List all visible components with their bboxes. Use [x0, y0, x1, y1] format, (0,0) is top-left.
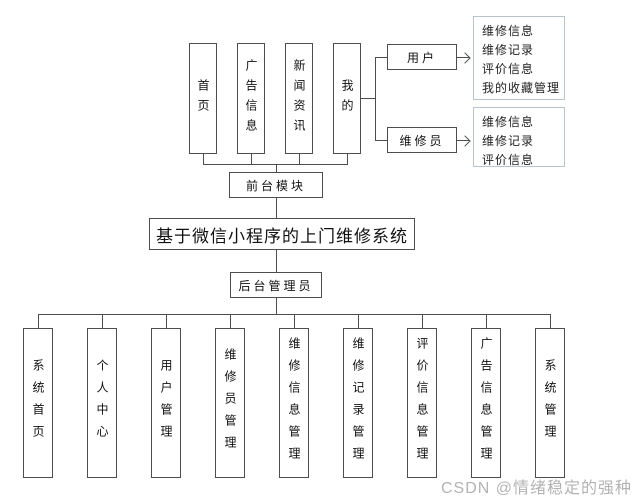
role-box-user: 用户 [387, 44, 457, 70]
feature-item: 维修记录 [482, 43, 535, 57]
connector-line [276, 250, 277, 272]
connector-line [550, 314, 551, 328]
system-title-box: 基于微信小程序的上门维修系统 [149, 218, 415, 250]
connector-line [276, 164, 277, 172]
connector-line [299, 154, 300, 165]
connector-line [375, 140, 387, 141]
front-page-box-ad-info: 广告信息 [237, 43, 265, 154]
connector-line [375, 57, 387, 58]
back-module-box-repair-info-mgmt: 维修信息管理 [279, 328, 309, 478]
watermark: CSDN @情绪稳定的强种 [441, 480, 633, 497]
arrowhead-right-icon [459, 135, 471, 147]
front-module-box: 前台模块 [229, 172, 323, 198]
back-module-box-repairman-mgmt: 维修员管理 [215, 328, 245, 478]
connector-line [375, 57, 376, 141]
feature-item: 评价信息 [482, 62, 535, 76]
connector-line [358, 314, 359, 328]
front-page-box-mine: 我的 [333, 43, 361, 154]
connector-line [38, 314, 39, 328]
connector-line [251, 154, 252, 165]
feature-item: 维修信息 [482, 24, 535, 38]
feature-item: 评价信息 [482, 153, 535, 167]
back-module-box-personal-center: 个人中心 [87, 328, 117, 478]
connector-line [457, 140, 469, 141]
back-module-box-ad-info-mgmt: 广告信息管理 [471, 328, 501, 478]
connector-line [102, 314, 103, 328]
connector-line [230, 314, 231, 328]
back-module-box-system-home: 系统首页 [23, 328, 53, 478]
back-module-box-repair-record-mgmt: 维修记录管理 [343, 328, 373, 478]
connector-line [422, 314, 423, 328]
back-module-box-system-mgmt: 系统管理 [535, 328, 565, 478]
role-box-repairman: 维修员 [387, 127, 457, 153]
connector-line [276, 298, 277, 315]
back-admin-box: 后台管理员 [230, 272, 322, 298]
connector-line [203, 154, 204, 165]
connector-line [166, 314, 167, 328]
connector-line [457, 57, 469, 58]
connector-line [294, 314, 295, 328]
feature-item: 我的收藏管理 [482, 81, 561, 95]
feature-item: 维修信息 [482, 115, 535, 129]
connector-line [276, 198, 277, 218]
repairman-feature-list: 维修信息 维修记录 评价信息 [473, 107, 565, 167]
back-module-box-user-mgmt: 用户管理 [151, 328, 181, 478]
back-module-box-review-info-mgmt: 评价信息管理 [407, 328, 437, 478]
connector-line [203, 164, 348, 165]
connector-line [347, 154, 348, 165]
user-feature-list: 维修信息 维修记录 评价信息 我的收藏管理 [473, 16, 565, 100]
feature-item: 维修记录 [482, 134, 535, 148]
front-page-box-home: 首页 [189, 43, 217, 154]
connector-line [486, 314, 487, 328]
connector-line [361, 98, 375, 99]
front-page-box-news: 新闻资讯 [285, 43, 313, 154]
arrowhead-right-icon [459, 52, 471, 64]
